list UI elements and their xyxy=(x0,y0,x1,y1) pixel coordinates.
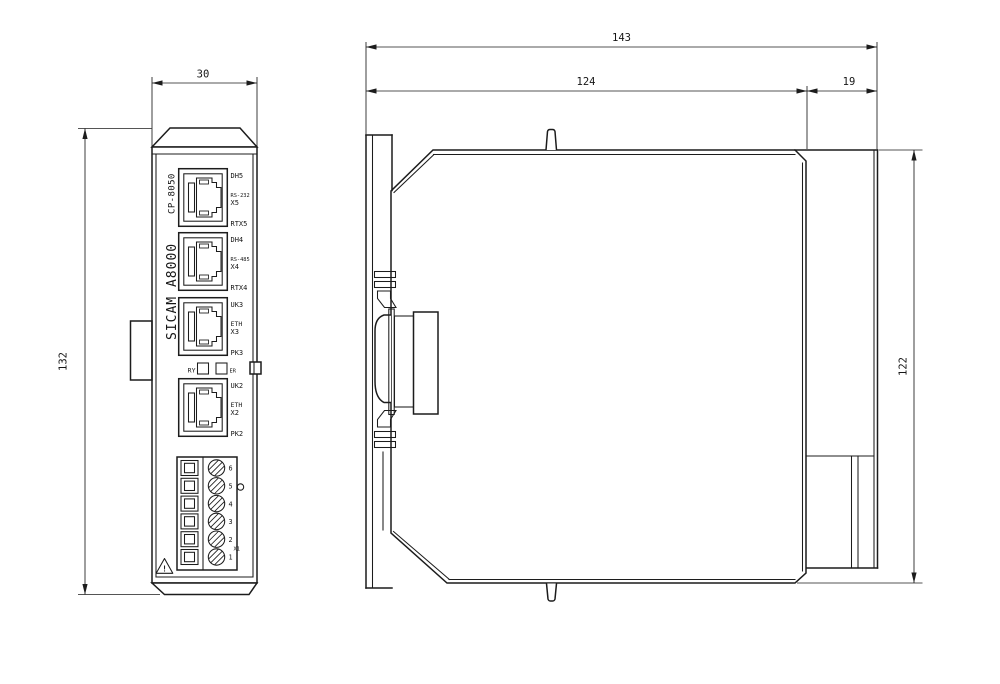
status-led-row: RY ER xyxy=(188,361,262,375)
top-tab xyxy=(545,128,558,151)
port-led-label: PK2 xyxy=(231,430,244,438)
dim-value: 124 xyxy=(577,76,596,88)
pin-number: 1 xyxy=(229,554,233,562)
port-name-label: X4 xyxy=(231,263,239,271)
terminal-connector-label: X1 xyxy=(234,547,240,553)
model-label: CP-8050 xyxy=(168,173,178,214)
pin-number: 2 xyxy=(229,536,233,544)
ready-led-label: RY xyxy=(188,366,196,374)
ready-led-icon xyxy=(196,362,210,375)
port-iface-label: RS-485 xyxy=(231,257,250,263)
port-led-label: RTX5 xyxy=(231,220,248,228)
error-led-icon xyxy=(215,362,228,375)
screw-terminal-icon xyxy=(207,530,226,548)
dim-side-total-width: 143 xyxy=(365,32,878,149)
terminal-block-outline xyxy=(176,456,238,571)
error-led-label: ER xyxy=(230,368,237,374)
serial-port-x4: DH4 RS-485 X4 RTX4 xyxy=(177,231,250,292)
side-view: 143 124 19 122 xyxy=(365,32,923,602)
side-body-outline xyxy=(390,149,807,584)
pin-number: 6 xyxy=(229,465,233,473)
dim-value: 122 xyxy=(898,357,910,376)
port-led-label: DH5 xyxy=(231,172,244,180)
screw-terminal-icon xyxy=(207,512,226,531)
terminal-block-x1: 6 5 4 3 2 1 X1 xyxy=(176,456,245,571)
bottom-tab xyxy=(545,583,558,602)
bus-connector-bump xyxy=(374,314,391,404)
dim-front-width: 30 xyxy=(151,69,258,146)
din-clip-hook-upper xyxy=(376,290,397,309)
port-led-label: UK2 xyxy=(231,382,244,390)
brand-label: SICAM A8000 xyxy=(165,243,180,340)
ethernet-port-x2: UK2 ETH X2 PK2 xyxy=(177,377,244,438)
screw-terminal-icon xyxy=(207,494,226,513)
port-led-label: PK3 xyxy=(231,349,244,357)
pin-number: 3 xyxy=(229,518,233,526)
warning-mark: ! xyxy=(162,565,167,574)
port-iface-label: RS-232 xyxy=(231,193,250,199)
front-bottom-cap xyxy=(150,582,259,596)
ethernet-port-x3: UK3 ETH X3 PK3 xyxy=(177,296,244,357)
indicator-hole-icon xyxy=(236,483,245,491)
port-name-label: X3 xyxy=(231,328,239,336)
warning-triangle-icon: ! xyxy=(155,557,174,574)
dim-value: 30 xyxy=(197,69,210,81)
port-led-label: UK3 xyxy=(231,301,244,309)
dim-value: 19 xyxy=(843,76,856,88)
side-latch-notch xyxy=(129,320,153,381)
bus-connector-housing xyxy=(412,311,439,415)
dim-side-height: 122 xyxy=(797,149,923,584)
screw-terminal-icon xyxy=(207,548,226,566)
dim-side-body-width: 124 xyxy=(366,76,808,149)
screw-terminal-icon xyxy=(207,477,226,495)
port-name-label: X5 xyxy=(231,199,239,207)
port-name-label: X2 xyxy=(231,409,239,417)
port-iface-label: ETH xyxy=(231,401,243,409)
dim-value: 143 xyxy=(612,32,631,44)
din-clip-hook-lower xyxy=(376,409,397,428)
port-iface-label: ETH xyxy=(231,320,243,328)
pin-number: 4 xyxy=(229,500,233,508)
dim-value: 132 xyxy=(58,352,70,371)
serial-port-x5: DH5 RS-232 X5 RTX5 xyxy=(177,167,250,228)
pin-number: 5 xyxy=(229,483,233,491)
front-plate-din-clip xyxy=(365,134,439,589)
dim-front-height: 132 xyxy=(58,128,160,595)
port-led-label: RTX4 xyxy=(231,284,248,292)
dim-side-rear-width: 19 xyxy=(807,76,877,94)
port-led-label: DH4 xyxy=(231,236,244,244)
front-top-cap xyxy=(150,127,259,148)
rear-section xyxy=(794,149,879,569)
screw-terminal-icon xyxy=(207,459,226,477)
front-view: SICAM A8000 CP-8050 DH5 RS-232 X5 RTX5 D… xyxy=(58,69,262,596)
front-housing xyxy=(151,146,258,584)
side-slot-icon xyxy=(249,361,262,375)
